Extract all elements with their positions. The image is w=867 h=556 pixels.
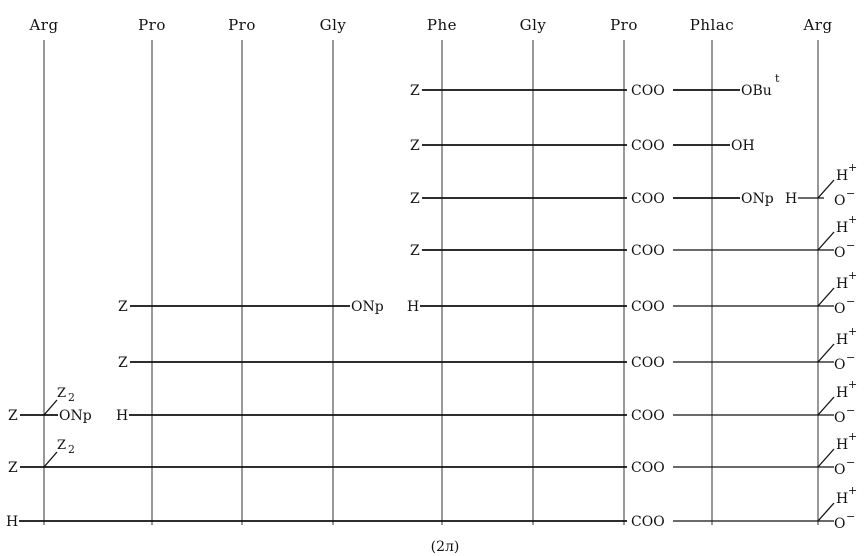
- row6-z: Z: [118, 355, 128, 371]
- row3-coo: COO: [631, 191, 665, 207]
- row5-coo: COO: [631, 299, 665, 315]
- row3-hplus-sign: +: [848, 161, 857, 174]
- scheme-caption: (2л): [431, 539, 460, 555]
- row6-ominus: O: [834, 357, 845, 373]
- row9-hplus-bond: [817, 502, 835, 522]
- row9-hplus-sign: +: [848, 484, 857, 497]
- row-8: Z Z 2 COO H + O −: [8, 430, 857, 478]
- row5-hplus-sign: +: [848, 269, 857, 282]
- row6-ominus-sign: −: [846, 351, 855, 364]
- row7-ominus: O: [834, 410, 845, 426]
- row9-ominus-sign: −: [846, 510, 855, 523]
- row2-coo: COO: [631, 138, 665, 154]
- residue-phlac: Phlac: [690, 16, 734, 34]
- row8-z: Z: [8, 460, 18, 476]
- row3-hplus-bond: [817, 179, 835, 199]
- row3-ominus: O: [834, 193, 845, 209]
- residue-pro-3: Pro: [610, 16, 638, 34]
- row1-obu-superscript: t: [775, 72, 780, 85]
- row5-hplus-bond: [817, 287, 835, 307]
- row5-h: H: [407, 299, 419, 315]
- row7-hplus: H: [836, 385, 848, 401]
- residue-arg-c: Arg: [802, 16, 832, 34]
- row5-ominus: O: [834, 301, 845, 317]
- row7-ominus-sign: −: [846, 404, 855, 417]
- row5-onp: ONp: [351, 299, 384, 315]
- row3-onp: ONp: [741, 191, 774, 207]
- row7-z2: Z: [57, 386, 66, 401]
- residue-lines: [43, 40, 819, 525]
- row4-hplus: H: [836, 220, 848, 236]
- row3-ominus-sign: −: [846, 187, 855, 200]
- row6-coo: COO: [631, 355, 665, 371]
- row7-z2-bond: [43, 399, 58, 416]
- row7-hplus-bond: [817, 396, 835, 416]
- row7-coo: COO: [631, 408, 665, 424]
- row2-oh: OH: [731, 138, 755, 154]
- row-4: Z COO H + O −: [410, 213, 857, 261]
- row4-ominus-sign: −: [846, 239, 855, 252]
- row8-z2-subscript: 2: [68, 443, 75, 456]
- row4-hplus-bond: [817, 231, 835, 251]
- row8-hplus-sign: +: [848, 430, 857, 443]
- row6-hplus: H: [836, 332, 848, 348]
- row6-hplus-bond: [817, 343, 835, 363]
- row8-hplus: H: [836, 437, 848, 453]
- row-6: Z COO H + O −: [118, 325, 857, 373]
- row8-ominus: O: [834, 462, 845, 478]
- row-9: H COO H + O −: [6, 484, 857, 532]
- row4-ominus: O: [834, 245, 845, 261]
- row7-hplus-sign: +: [848, 378, 857, 391]
- residue-gly-2: Gly: [520, 16, 547, 34]
- row5-hplus: H: [836, 276, 848, 292]
- residue-pro-2: Pro: [228, 16, 256, 34]
- row-3: Z COO ONp H H + O −: [410, 161, 857, 209]
- row2-z: Z: [410, 138, 420, 154]
- row-2: Z COO OH: [410, 138, 755, 154]
- residue-headers: Arg Pro Pro Gly Phe Gly Pro Phlac Arg: [28, 16, 832, 34]
- row9-hplus: H: [836, 491, 848, 507]
- row5-ominus-sign: −: [846, 295, 855, 308]
- row7-z: Z: [8, 408, 18, 424]
- row9-coo: COO: [631, 514, 665, 530]
- row7-h: H: [116, 408, 128, 424]
- row4-coo: COO: [631, 243, 665, 259]
- row9-h: H: [6, 514, 18, 530]
- row1-coo: COO: [631, 83, 665, 99]
- row-7: Z Z 2 ONp H COO H + O −: [8, 378, 857, 426]
- row8-z2: Z: [57, 438, 66, 453]
- row3-h: H: [785, 191, 797, 207]
- row1-obu: OBu: [741, 83, 772, 99]
- row8-coo: COO: [631, 460, 665, 476]
- row7-onp: ONp: [59, 408, 92, 424]
- row1-z: Z: [410, 83, 420, 99]
- row6-hplus-sign: +: [848, 325, 857, 338]
- residue-arg-n: Arg: [28, 16, 58, 34]
- row3-z: Z: [410, 191, 420, 207]
- row8-ominus-sign: −: [846, 456, 855, 469]
- row3-hplus: H: [836, 168, 848, 184]
- row-1: Z COO OBu t: [410, 72, 780, 99]
- row8-z2-bond: [43, 451, 58, 468]
- row9-ominus: O: [834, 516, 845, 532]
- row7-z2-subscript: 2: [68, 391, 75, 404]
- residue-pro-1: Pro: [138, 16, 166, 34]
- row4-z: Z: [410, 243, 420, 259]
- residue-gly-1: Gly: [320, 16, 347, 34]
- row5-z: Z: [118, 299, 128, 315]
- row-5: Z ONp H COO H + O −: [118, 269, 857, 317]
- residue-phe: Phe: [427, 16, 457, 34]
- row4-hplus-sign: +: [848, 213, 857, 226]
- row8-hplus-bond: [817, 448, 835, 468]
